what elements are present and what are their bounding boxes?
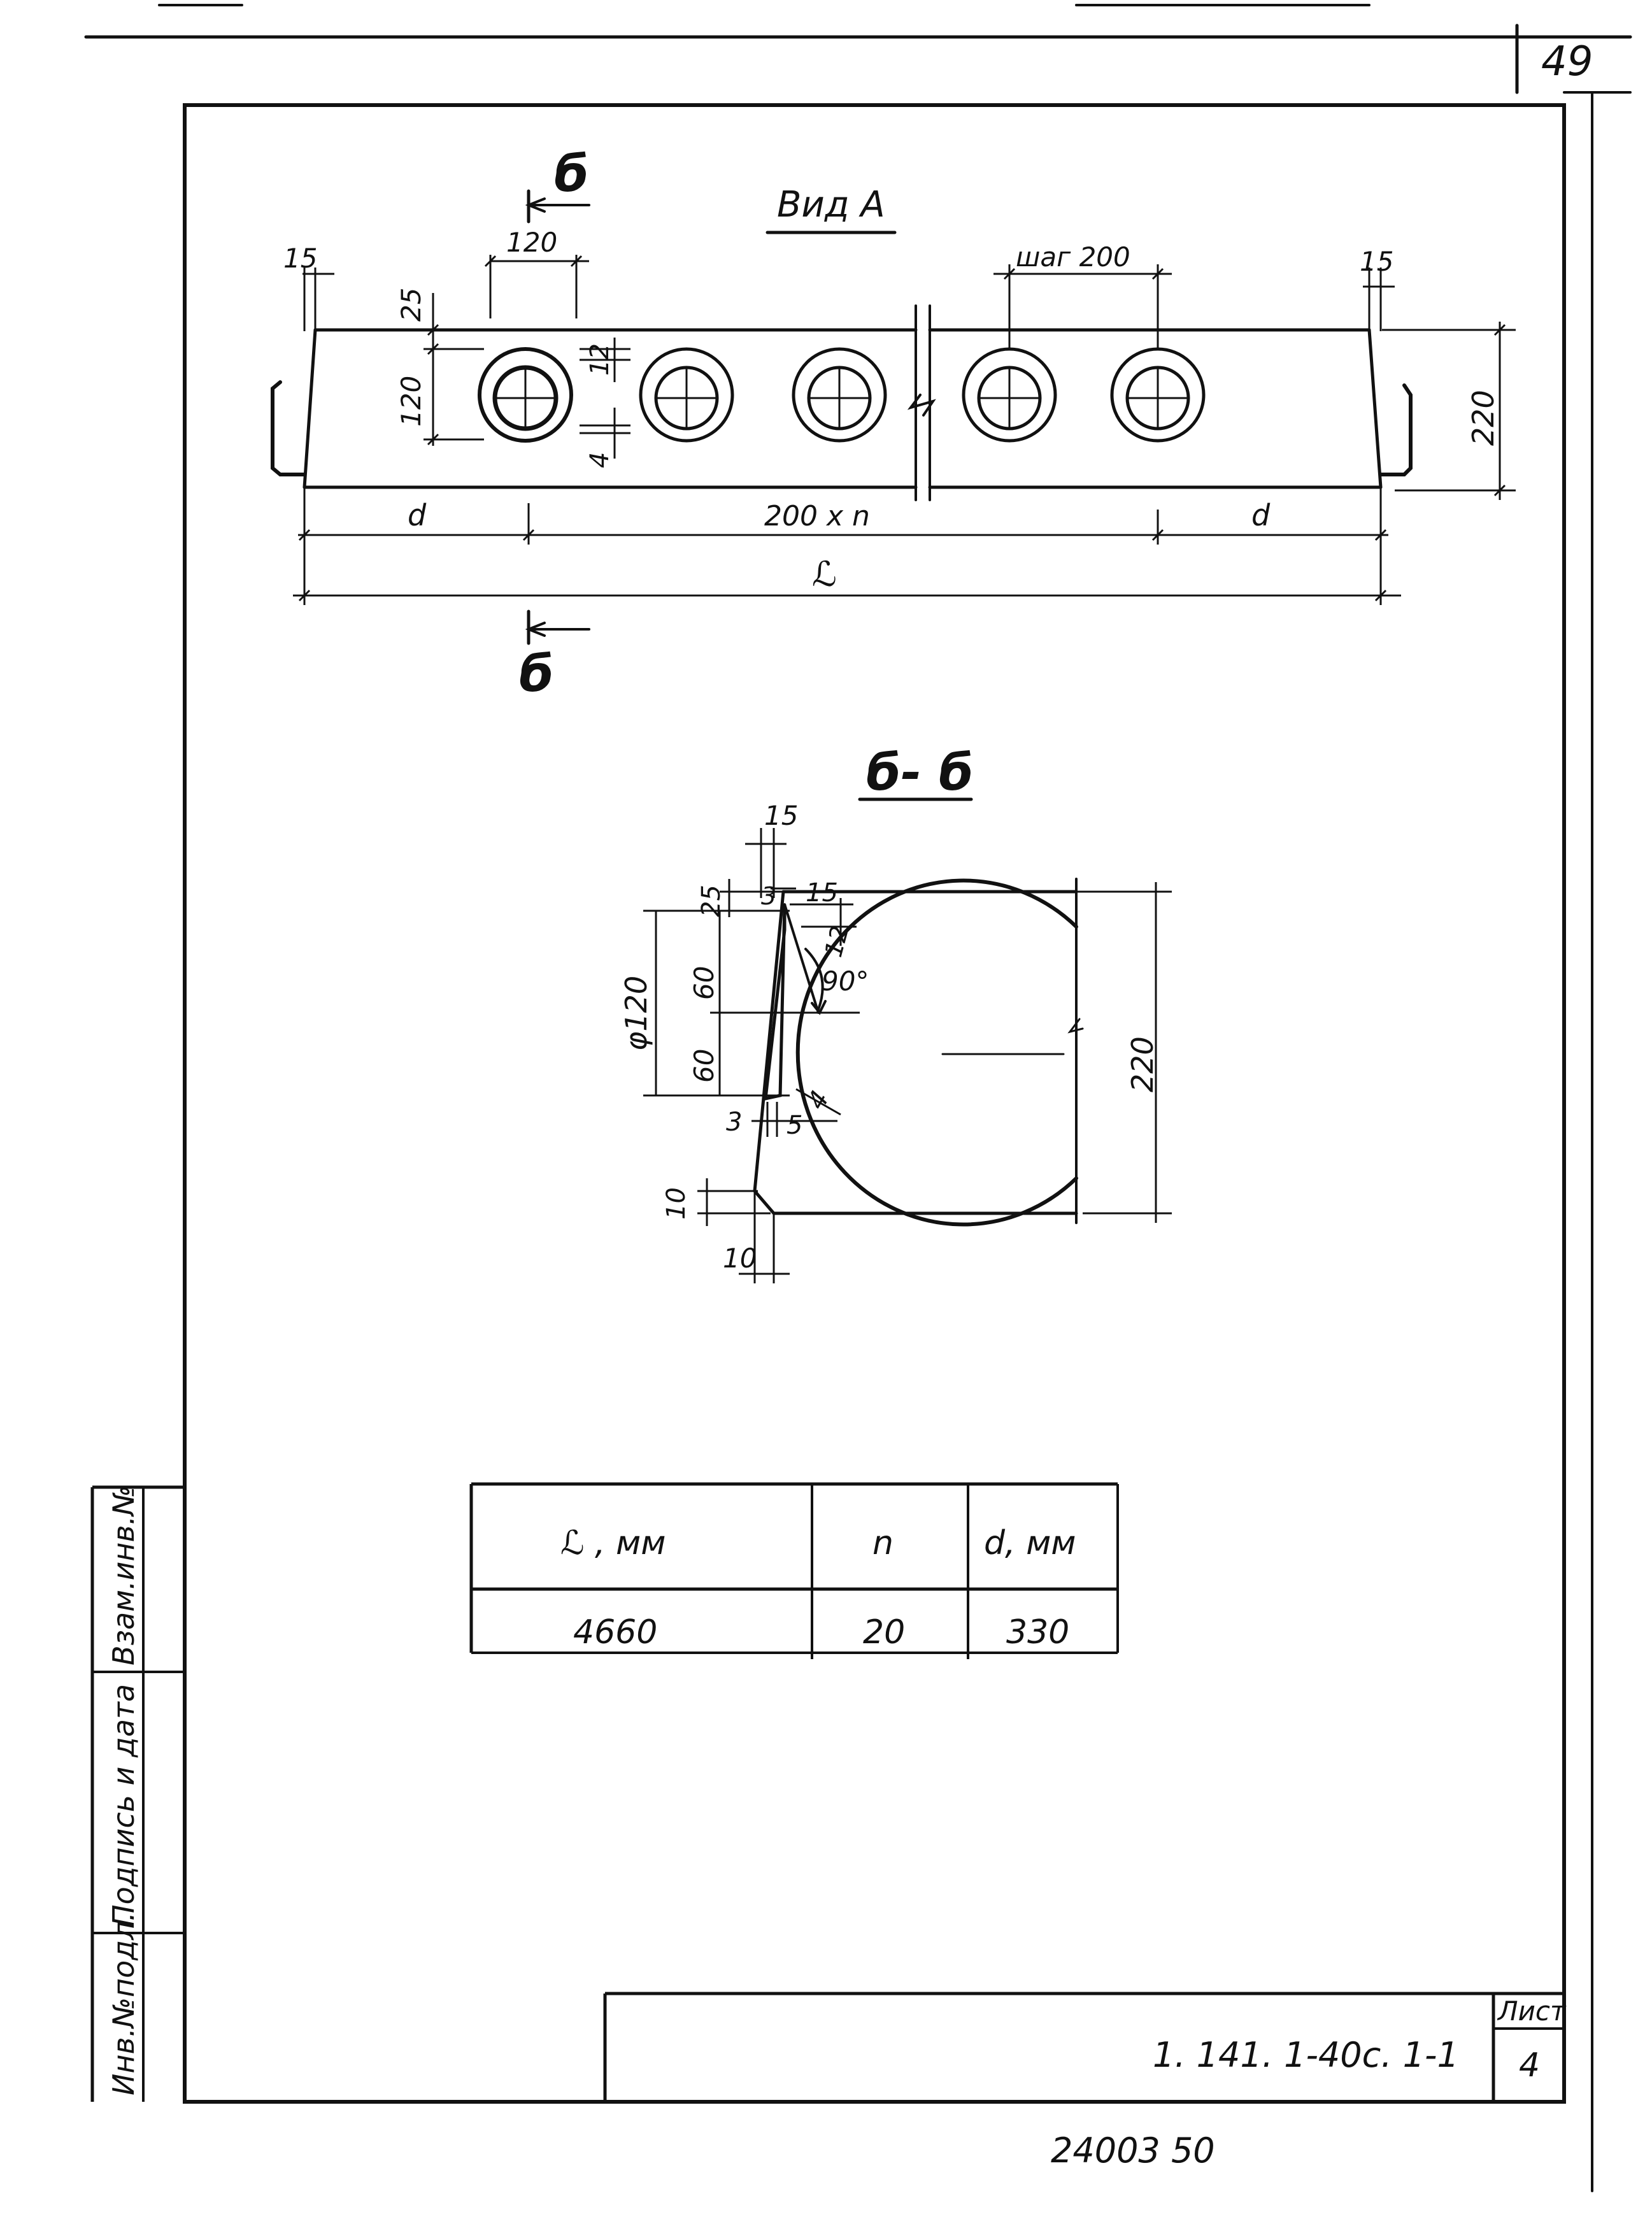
dim-120-opening: 120 [506, 227, 557, 258]
section-arrow-head [525, 197, 546, 213]
section-profile [753, 890, 1078, 1215]
main-frame [183, 103, 1566, 2104]
dim-25: 25 [395, 288, 427, 322]
stamp-replace-inv: Взам.инв.№ [106, 1485, 141, 1666]
view-a-title: Вид А [777, 184, 885, 225]
table-header-d: d, мм [984, 1524, 1076, 1562]
lifting-loop-left [271, 380, 306, 476]
table-header-length: ℒ , мм [560, 1524, 666, 1562]
break-symbol [1067, 1018, 1084, 1034]
section-mark-bottom: б [519, 646, 553, 703]
dim-3-bottom: 3 [726, 1108, 742, 1137]
parameters-table: ℒ , мм n d, мм 4660 20 330 [469, 1482, 1119, 1659]
section-bb: б- б [619, 745, 1172, 1283]
sheet-label: Лист [1497, 1995, 1567, 2027]
dim-15-right: 15 [1360, 246, 1393, 277]
hole [639, 347, 734, 443]
hole [478, 347, 573, 443]
hole [792, 347, 887, 443]
dim-hole-120: 120 [395, 376, 427, 427]
section-bb-title: б- б [866, 745, 973, 802]
panel-right-end [1367, 328, 1383, 489]
dim-5: 5 [787, 1111, 802, 1140]
dim-15: 15 [764, 800, 798, 831]
angle-arc [804, 948, 824, 1011]
dim-60-b: 60 [688, 1049, 720, 1083]
dimension-lines [293, 255, 1516, 605]
dim-4: 4 [585, 452, 615, 468]
dim-d-right: d [1251, 498, 1271, 532]
lifting-loop-right [1379, 383, 1413, 476]
sheet-number: 4 [1519, 2046, 1540, 2085]
dim-length: ℒ [812, 554, 837, 594]
bottom-note: 24003 50 [1051, 2130, 1215, 2171]
table-cell-length: 4660 [573, 1613, 657, 1652]
dim-10-vertical: 10 [662, 1187, 691, 1220]
hole-arc [795, 878, 1078, 1227]
dim-d-left: d [408, 498, 427, 532]
table-cell-n: 20 [863, 1613, 905, 1652]
page-number: 49 [1541, 38, 1593, 85]
dim-15-left: 15 [283, 243, 317, 274]
stamp-signature-date: Подпись и дата [106, 1684, 141, 1927]
dim-diameter: φ120 [619, 976, 653, 1051]
dim-3-top: 3 [761, 882, 776, 910]
title-block: 1. 141. 1-40с. 1-1 Лист 4 [603, 1992, 1567, 2102]
dim-220: 220 [1466, 390, 1500, 446]
section-mark-top: б [554, 146, 588, 203]
section-chamfer [783, 903, 820, 1014]
dim-pitch: шаг 200 [1016, 241, 1130, 273]
dim-12: 12 [585, 343, 615, 376]
break-symbol [907, 394, 936, 417]
dim-15-right: 15 [806, 878, 838, 908]
dim-25: 25 [697, 885, 726, 917]
dim-60-a: 60 [688, 966, 720, 1000]
panel-left-end [303, 328, 317, 489]
stamp-inv-original: Инв.№подл. [106, 1912, 141, 2095]
side-stamp: Взам.инв.№ Подпись и дата Инв.№подл. [90, 1485, 185, 2102]
table-header-n: n [872, 1524, 894, 1562]
hole [1110, 347, 1206, 443]
dim-angle: 90° [822, 966, 869, 997]
section-arrow-head [525, 622, 546, 637]
dim-220: 220 [1125, 1036, 1160, 1092]
section-dimension-lines [643, 828, 1172, 1283]
hole [962, 347, 1057, 443]
table-cell-d: 330 [1006, 1613, 1069, 1652]
section-groove [764, 904, 787, 1101]
dim-10-horizontal: 10 [723, 1243, 757, 1274]
view-a: Вид А б б [271, 146, 1516, 703]
doc-code: 1. 141. 1-40с. 1-1 [1153, 2035, 1459, 2075]
dim-200n: 200 x n [764, 500, 870, 532]
